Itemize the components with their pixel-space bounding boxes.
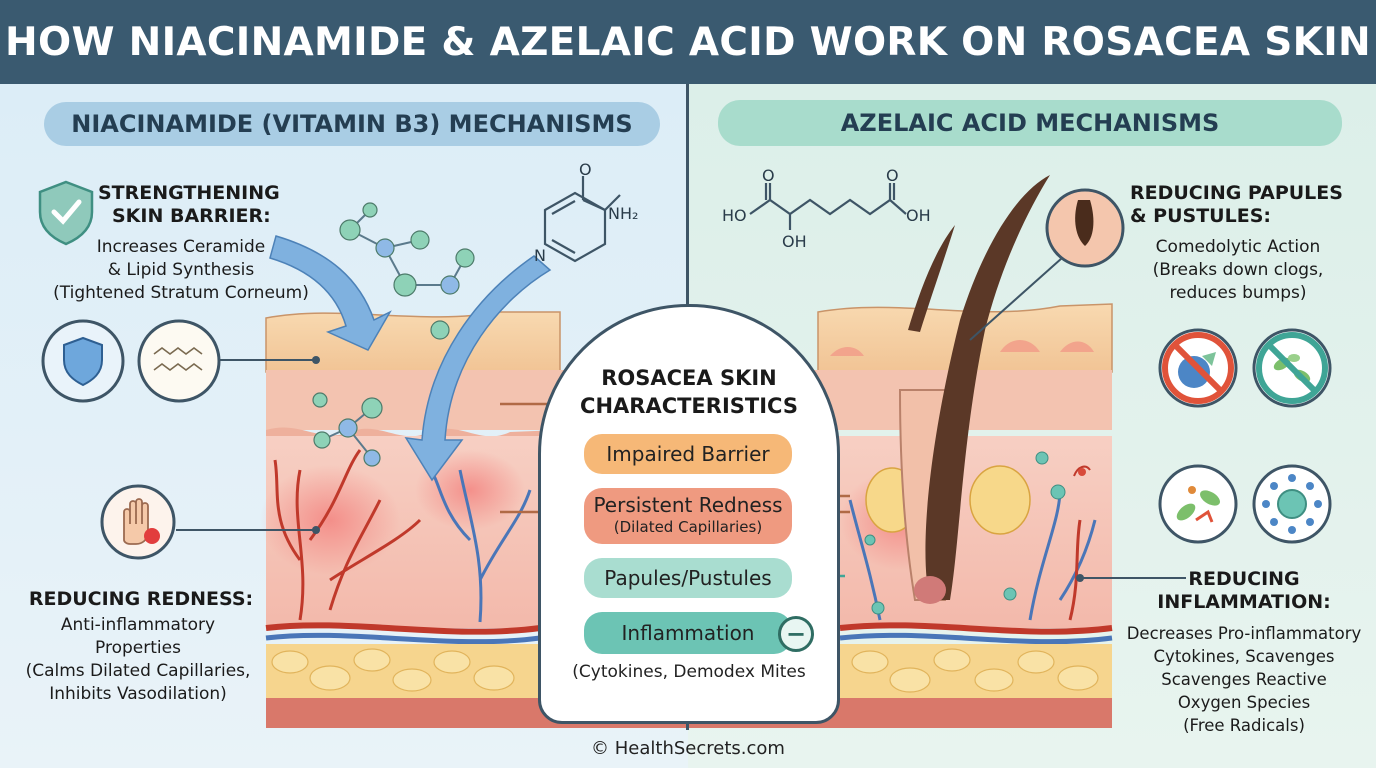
- barrier-block: STRENGTHENING SKIN BARRIER:: [98, 182, 294, 228]
- shield-check-icon: [38, 180, 94, 246]
- azelaic-ho-label: HO: [722, 206, 747, 225]
- barrier-line-3: (Tightened Stratum Corneum): [53, 283, 309, 303]
- azelaic-oh-low-label: OH: [782, 232, 807, 251]
- niacinamide-nh2-label: NH₂: [608, 204, 639, 223]
- redness-line-1: Anti-inflammatory: [60, 615, 216, 635]
- inflammation-line-4: Oxygen Species: [1177, 693, 1311, 712]
- niacinamide-n-label: N: [534, 246, 546, 265]
- no-bacteria-icon: [1252, 328, 1332, 408]
- title-bar: [0, 0, 1376, 84]
- barrier-heading-1: STRENGTHENING: [98, 182, 280, 204]
- inflammation-heading-1: REDUCING: [1188, 568, 1300, 590]
- barrier-heading-2: SKIN BARRIER:: [112, 205, 271, 227]
- inflammation-line-1: Decreases Pro-inflammatory: [1126, 624, 1362, 643]
- inflammation-line-2: Cytokines, Scavenges: [1153, 647, 1335, 666]
- ceramide-molecule-icon: [137, 319, 221, 403]
- hair-shaft: [925, 175, 1050, 600]
- papules-line-1: Comedolytic Action: [1155, 237, 1321, 257]
- barrier-line-2: & Lipid Synthesis: [107, 260, 255, 280]
- azelaic-o-right-label: O: [886, 166, 899, 185]
- azelaic-structure: [749, 183, 907, 230]
- card-title: ROSACEA SKIN CHARACTERISTICS: [560, 364, 818, 420]
- impaired-barrier-tag: Impaired Barrier: [584, 434, 792, 474]
- redness-line-4: Inhibits Vasodilation): [49, 684, 227, 704]
- papules-block: REDUCING PAPULES & PUSTULES:: [1130, 182, 1360, 228]
- niacinamide-o-label: O: [579, 160, 592, 179]
- inflammation-sub: (Cytokines, Demodex Mites: [572, 662, 806, 682]
- no-comedone-icon: [1158, 328, 1238, 408]
- azelaic-header: AZELAIC ACID MECHANISMS: [718, 100, 1342, 146]
- inflammation-tag: Inflammation: [584, 612, 792, 654]
- papules-pustules-tag: Papules/Pustules: [584, 558, 792, 598]
- papules-line-2: (Breaks down clogs,: [1152, 260, 1324, 280]
- niacinamide-header: NIACINAMIDE (VITAMIN B3) MECHANISMS: [44, 102, 660, 146]
- persistent-redness-label: Persistent Redness: [593, 493, 783, 517]
- azelaic-o-left-label: O: [762, 166, 775, 185]
- shield-icon: [41, 319, 125, 403]
- card-title-line-1: ROSACEA SKIN: [601, 366, 777, 390]
- bacteria-icon: [1158, 464, 1238, 544]
- barrier-text: Increases Ceramide & Lipid Synthesis (Ti…: [14, 236, 348, 305]
- papules-line-3: reduces bumps): [1169, 283, 1307, 303]
- minus-icon: −: [778, 616, 814, 652]
- epidermis-left: [265, 311, 561, 373]
- inflammation-text: Decreases Pro-inflammatory Cytokines, Sc…: [1112, 622, 1376, 737]
- papules-pustules-label: Papules/Pustules: [604, 566, 772, 590]
- arrow-to-epidermis-icon: [269, 235, 392, 351]
- page-title: HOW NIACINAMIDE & AZELAIC ACID WORK ON R…: [5, 19, 1371, 65]
- redness-heading: REDUCING REDNESS:: [28, 588, 254, 610]
- inflammation-line-3: Scavenges Reactive: [1161, 670, 1327, 689]
- footer-credit: © HealthSecrets.com: [591, 738, 785, 759]
- antioxidant-icon: [1252, 464, 1332, 544]
- inflammation-label: Inflammation: [621, 621, 755, 645]
- hand-stop-icon: [100, 484, 176, 560]
- inflammation-line-5: (Free Radicals): [1183, 716, 1305, 735]
- papules-text: Comedolytic Action (Breaks down clogs, r…: [1120, 236, 1356, 305]
- persistent-redness-sub: (Dilated Capillaries): [613, 518, 763, 536]
- barrier-line-1: Increases Ceramide: [96, 237, 266, 257]
- card-title-line-2: CHARACTERISTICS: [580, 394, 798, 418]
- azelaic-oh-right-label: OH: [906, 206, 931, 225]
- inflammation-heading-2: INFLAMMATION:: [1157, 591, 1331, 613]
- niacinamide-structure: [543, 176, 621, 263]
- persistent-redness-tag: Persistent Redness (Dilated Capillaries): [584, 488, 792, 544]
- inflammation-block: REDUCING INFLAMMATION:: [1146, 568, 1342, 614]
- arrow-to-dermis-icon: [404, 255, 552, 482]
- redness-text: Anti-inflammatory Properties (Calms Dila…: [0, 614, 276, 706]
- papules-heading-2: & PUSTULES:: [1130, 205, 1271, 227]
- papules-heading-1: REDUCING PAPULES: [1130, 182, 1343, 204]
- impaired-barrier-label: Impaired Barrier: [606, 442, 770, 466]
- redness-line-3: (Calms Dilated Capillaries,: [25, 661, 251, 681]
- redness-line-2: Properties: [95, 638, 181, 658]
